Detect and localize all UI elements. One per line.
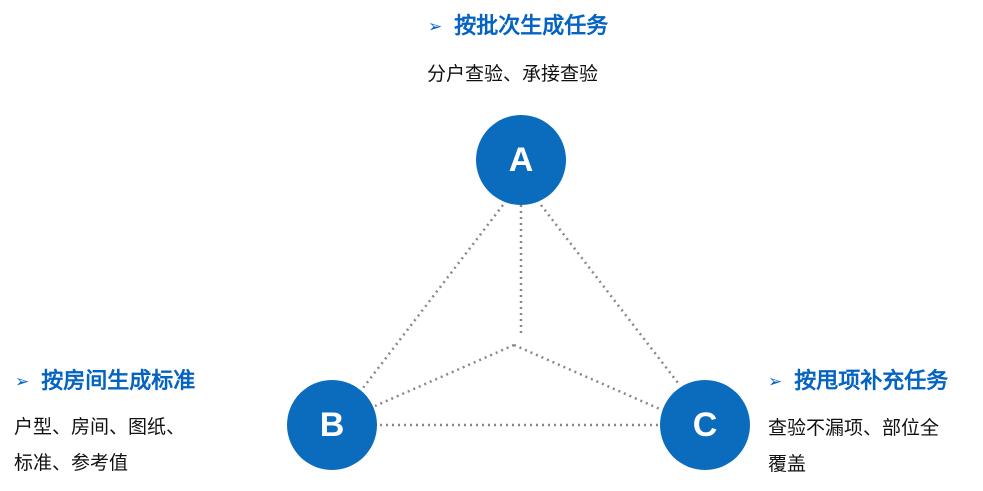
node-a-letter: A [508,140,534,179]
node-a-description: 分户查验、承接查验 [427,56,598,92]
node-c-desc-line-1: 查验不漏项、部位全 [768,417,940,439]
connector-a-b [362,204,504,389]
node-b-letter: B [319,405,345,444]
connector-center-c [513,343,663,412]
node-c-heading: ➢ 按甩项补充任务 [768,368,948,396]
node-b-heading-text: 按房间生成标准 [41,369,196,394]
arrow-bullet-icon: ➢ [768,372,783,392]
node-b-description: 户型、房间、图纸、 标准、参考值 [14,409,185,481]
connector-center-b [374,343,515,408]
node-c-desc-line-2: 覆盖 [768,453,807,475]
node-a-circle: A [476,115,566,205]
arrow-bullet-icon: ➢ [15,372,30,392]
node-c-heading-text: 按甩项补充任务 [794,369,949,394]
node-a-desc-line-1: 分户查验、承接查验 [427,63,599,85]
node-b-desc-line-2: 标准、参考值 [14,452,129,474]
node-a-heading-text: 按批次生成任务 [454,14,609,39]
node-a-heading: ➢ 按批次生成任务 [428,13,608,41]
node-b-heading: ➢ 按房间生成标准 [15,368,195,396]
connector-a-c [540,204,679,384]
node-c-description: 查验不漏项、部位全 覆盖 [768,410,939,482]
arrow-bullet-icon: ➢ [428,17,443,37]
node-b-desc-line-1: 户型、房间、图纸、 [14,416,186,438]
node-c-circle: C [660,380,750,470]
node-c-letter: C [692,405,718,444]
node-b-circle: B [287,380,377,470]
